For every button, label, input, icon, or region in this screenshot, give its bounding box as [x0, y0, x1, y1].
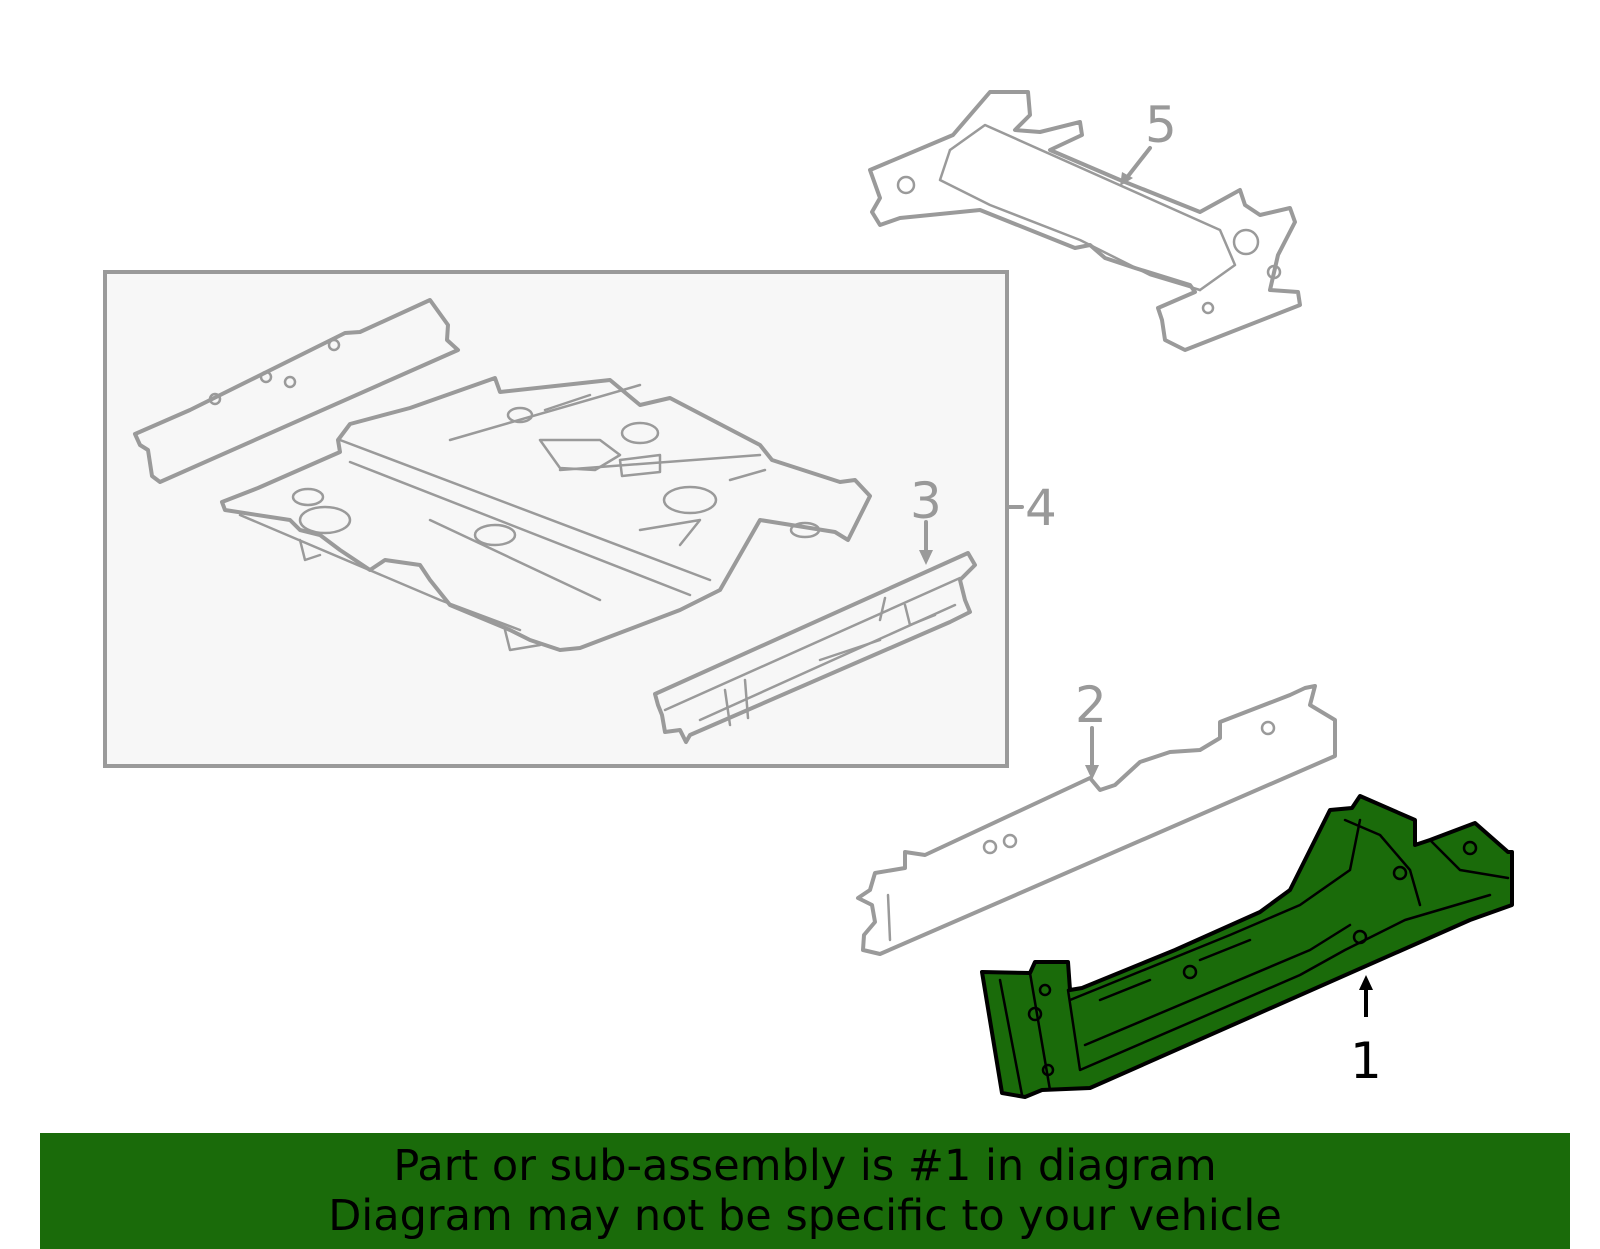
- callout-3: 3: [910, 472, 942, 530]
- banner-line-part: Part or sub-assembly is #1 in diagram: [393, 1141, 1217, 1191]
- callout-1: 1: [1350, 1032, 1382, 1090]
- callout-2: 2: [1075, 676, 1107, 734]
- callout-5: 5: [1145, 96, 1177, 154]
- info-banner: Part or sub-assembly is #1 in diagram Di…: [40, 1133, 1570, 1249]
- part-5-cross-member[interactable]: [868, 90, 1302, 352]
- assembly-box: [103, 270, 1009, 768]
- part-1-outer-sill[interactable]: [980, 794, 1514, 1099]
- part-3-side-rail[interactable]: [653, 551, 977, 744]
- banner-line-disclaimer: Diagram may not be specific to your vehi…: [328, 1191, 1282, 1241]
- part-2-inner-sill[interactable]: [856, 684, 1337, 956]
- part-4-rear-floor[interactable]: [133, 298, 872, 652]
- callout-4: 4: [1025, 479, 1057, 537]
- parts-diagram: 5: [103, 90, 1514, 1099]
